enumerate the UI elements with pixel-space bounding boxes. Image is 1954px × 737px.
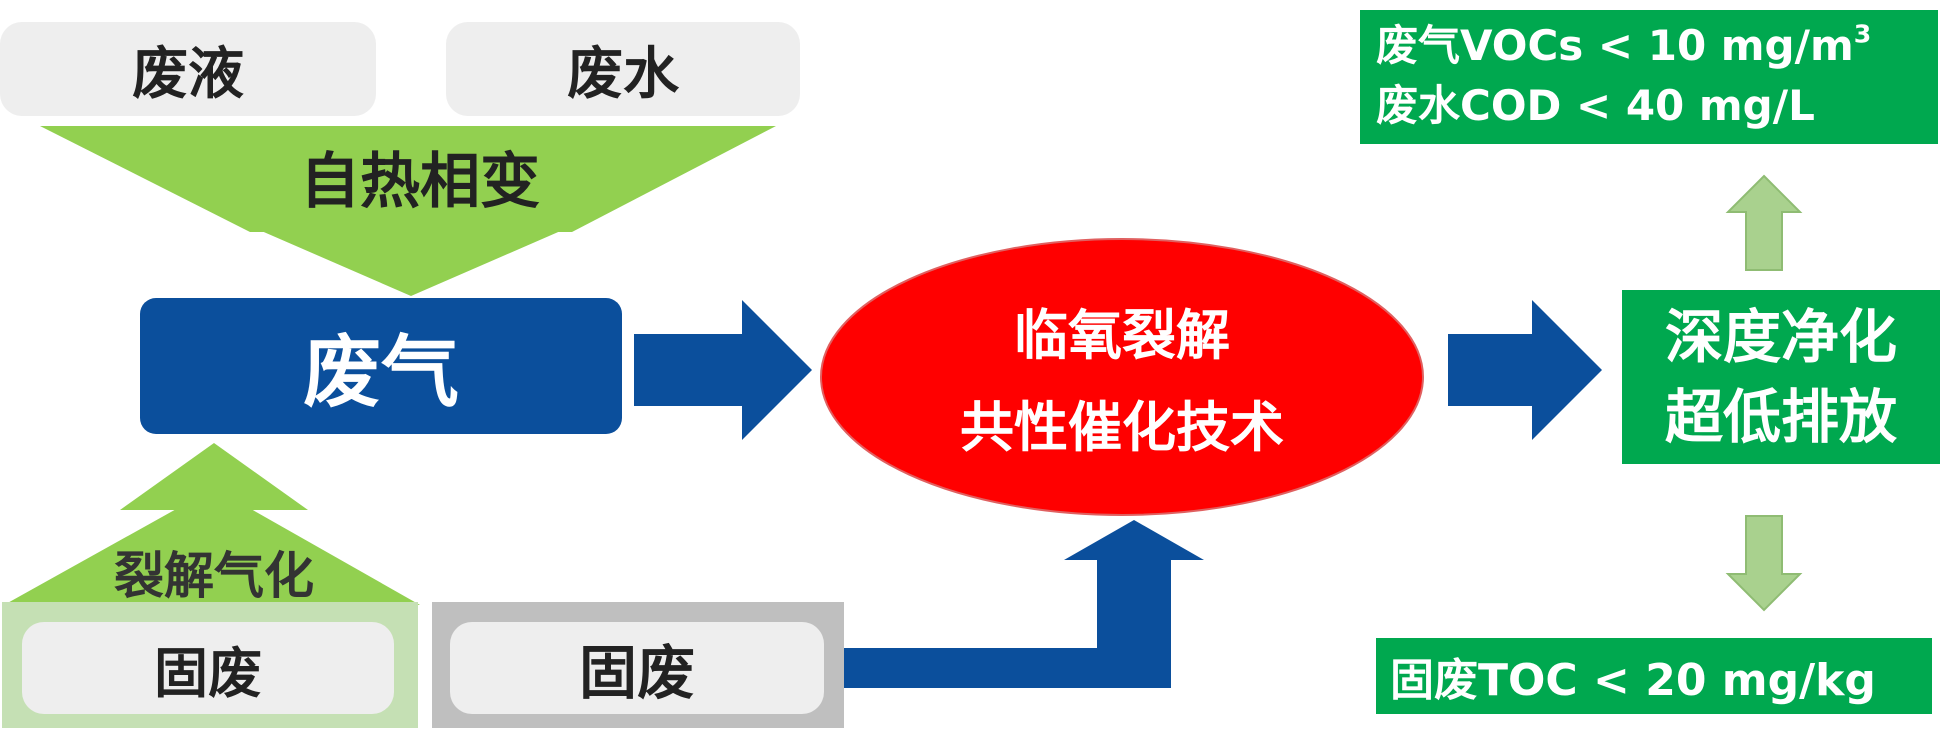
- gas-water-standards-box: 废气VOCs < 10 mg/m3 废水COD < 40 mg/L: [1360, 10, 1938, 144]
- result-line1: 深度净化: [1664, 303, 1897, 371]
- up-arrow: [1725, 174, 1803, 271]
- gas-voc-standard: 废气VOCs < 10 mg/m3: [1376, 19, 1872, 70]
- solid-standard-box: 固废TOC < 20 mg/kg: [1376, 638, 1932, 714]
- result-line2: 超低排放: [1664, 383, 1897, 451]
- autothermal-funnel-tip: [250, 226, 572, 296]
- down-arrow: [1725, 515, 1803, 612]
- solid-waste-center-box: 固废: [450, 622, 824, 714]
- core-to-result-arrow: [1448, 300, 1602, 440]
- solid-waste-to-core-arrow: [844, 520, 1204, 688]
- solid-waste-left-box: 固废: [22, 622, 394, 714]
- waste-liquid-label: 废液: [132, 41, 244, 107]
- exhaust-gas-box: 废气: [140, 298, 622, 434]
- exhaust-to-core-arrow: [634, 300, 812, 440]
- exhaust-gas-label: 废气: [302, 328, 459, 418]
- gasification-arrow-base: [4, 488, 420, 605]
- water-cod-standard: 废水COD < 40 mg/L: [1376, 81, 1815, 130]
- cubic-superscript: 3: [1853, 19, 1872, 49]
- waste-water-box: 废水: [446, 22, 800, 116]
- core-technology-line1: 临氧裂解: [1014, 304, 1230, 367]
- solid-waste-left-label: 固废: [154, 641, 262, 705]
- result-box: 深度净化 超低排放: [1622, 290, 1940, 464]
- core-technology-text: 临氧裂解 共性催化技术: [880, 290, 1364, 474]
- autothermal-phase-change-label: 自热相变: [300, 146, 540, 217]
- solid-toc-standard: 固废TOC < 20 mg/kg: [1390, 655, 1876, 706]
- waste-water-label: 废水: [567, 41, 679, 107]
- pyrolysis-gasification-label: 裂解气化: [114, 547, 314, 605]
- gasification-arrow-tip: [120, 443, 308, 510]
- autothermal-funnel-arrow: [40, 126, 776, 232]
- core-technology-ellipse: [820, 238, 1424, 516]
- waste-liquid-box: 废液: [0, 22, 376, 116]
- core-technology-line2: 共性催化技术: [960, 396, 1284, 459]
- solid-waste-center-label: 固废: [578, 639, 695, 707]
